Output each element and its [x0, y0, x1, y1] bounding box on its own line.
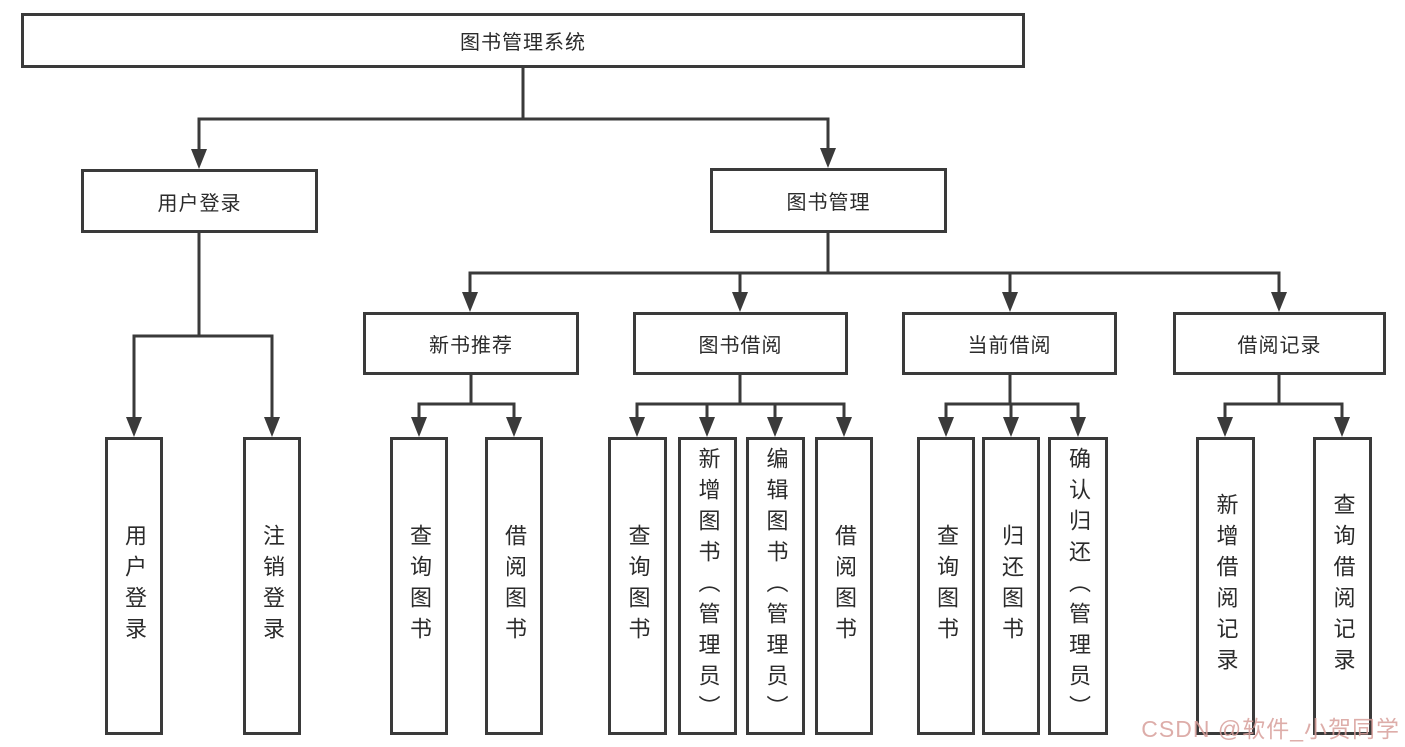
arrowhead — [1003, 417, 1019, 437]
node-leaf-query-books-3: 查询图书 — [917, 437, 975, 735]
arrowhead — [191, 149, 207, 169]
arrowhead — [506, 417, 522, 437]
node-library-system: 图书管理系统 — [21, 13, 1025, 68]
node-book-management: 图书管理 — [710, 168, 947, 233]
arrowhead — [264, 417, 280, 437]
node-leaf-borrow-books-1: 借阅图书 — [485, 437, 543, 735]
node-leaf-query-books-1: 查询图书 — [390, 437, 448, 735]
arrowhead — [836, 417, 852, 437]
node-leaf-borrow-books-2: 借阅图书 — [815, 437, 873, 735]
node-leaf-edit-book-admin: 编辑图书（管理员） — [746, 437, 805, 735]
node-current-borrowing: 当前借阅 — [902, 312, 1117, 375]
arrowhead — [1334, 417, 1350, 437]
arrowhead — [1070, 417, 1086, 437]
node-leaf-add-borrow-record: 新增借阅记录 — [1196, 437, 1255, 735]
arrowhead — [462, 292, 478, 312]
arrowhead — [732, 292, 748, 312]
arrowhead — [1002, 292, 1018, 312]
node-book-borrowing: 图书借阅 — [633, 312, 848, 375]
node-user-login: 用户登录 — [81, 169, 318, 233]
node-leaf-confirm-return-admin: 确认归还（管理员） — [1048, 437, 1108, 735]
node-new-book-recommend: 新书推荐 — [363, 312, 579, 375]
node-leaf-query-books-2: 查询图书 — [608, 437, 667, 735]
arrowhead — [1271, 292, 1287, 312]
node-leaf-user-login: 用户登录 — [105, 437, 163, 735]
node-leaf-add-book-admin: 新增图书（管理员） — [678, 437, 737, 735]
csdn-watermark: CSDN @软件_小贺同学 — [1141, 716, 1400, 742]
arrowhead — [938, 417, 954, 437]
node-leaf-return-book: 归还图书 — [982, 437, 1040, 735]
node-borrowing-records: 借阅记录 — [1173, 312, 1386, 375]
node-leaf-logout: 注销登录 — [243, 437, 301, 735]
arrowhead — [820, 148, 836, 168]
arrowhead — [126, 417, 142, 437]
arrowhead — [767, 417, 783, 437]
node-leaf-query-borrow-record: 查询借阅记录 — [1313, 437, 1372, 735]
arrowhead — [629, 417, 645, 437]
arrowhead — [411, 417, 427, 437]
arrowhead — [1217, 417, 1233, 437]
arrowhead — [699, 417, 715, 437]
